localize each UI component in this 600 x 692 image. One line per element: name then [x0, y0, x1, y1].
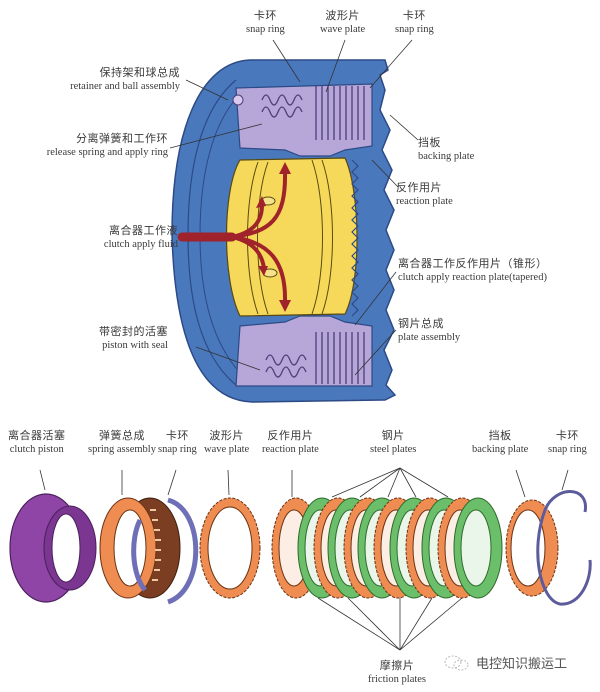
- backing-plate-part: [505, 499, 559, 597]
- label-tapered-reaction-plate: 离合器工作反作用片（锥形）clutch apply reaction plate…: [398, 258, 548, 283]
- plate-stack: [271, 497, 503, 599]
- lower-piston-cavity: [235, 315, 373, 387]
- fluid-arrowheads: [256, 162, 291, 312]
- upper-release-spring: [261, 94, 303, 118]
- snap-ring-part-a: [131, 497, 199, 605]
- watermark: 电控知识搬运工: [444, 653, 567, 672]
- wave-plate-part: [199, 497, 261, 599]
- piston-drum: [225, 157, 358, 317]
- clutch-cutaway-assembly: [171, 59, 397, 403]
- upper-piston-cavity: [235, 83, 373, 157]
- snap-ring-part-b: [536, 490, 592, 606]
- wechat-logo-icon: [444, 655, 469, 670]
- clutch-piston-part: [9, 493, 97, 603]
- upper-plate-pack: [315, 86, 365, 140]
- lower-release-spring: [265, 354, 307, 378]
- apply-fluid-arrows: [177, 170, 288, 304]
- friction-plate: [453, 497, 503, 599]
- watermark-text: 电控知识搬运工: [476, 657, 568, 672]
- top-leader-lines: [169, 39, 419, 376]
- lower-plate-pack: [315, 332, 365, 384]
- reaction-plate-edge: [351, 159, 359, 317]
- bottom-leader-lines: [39, 467, 569, 651]
- retainer-ball: [232, 94, 244, 106]
